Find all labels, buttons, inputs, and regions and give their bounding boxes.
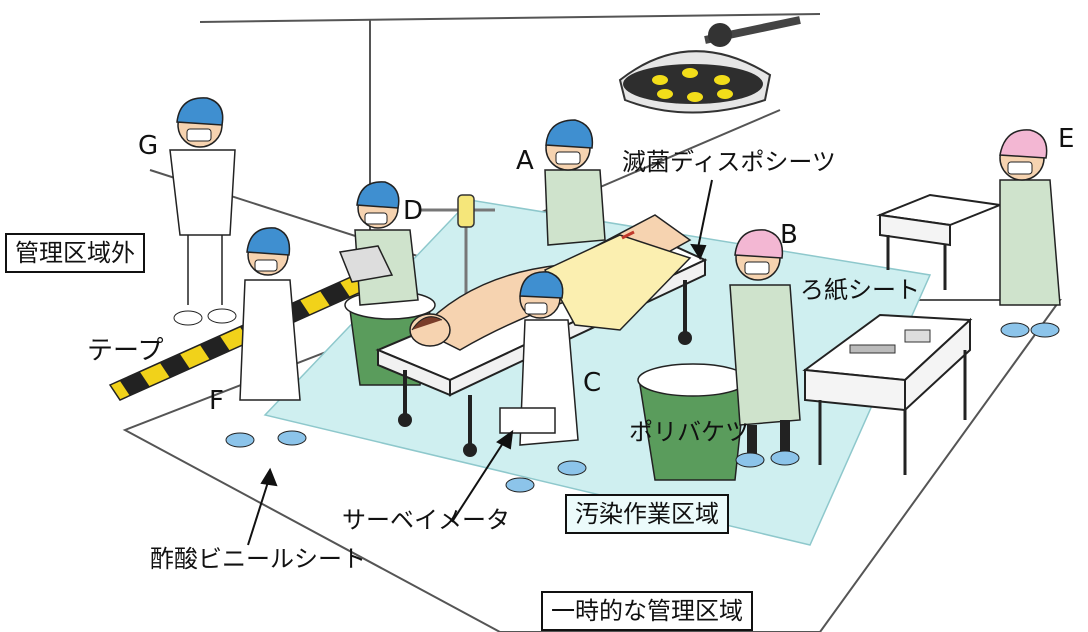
pointer-arrows: [247, 179, 713, 546]
person-e-letter: E: [1058, 124, 1075, 154]
person-e: [999, 129, 1061, 338]
person-g: [169, 97, 237, 326]
contaminated-zone-label: 汚染作業区域: [565, 494, 729, 534]
person-b-letter: B: [780, 220, 798, 250]
person-b: [729, 229, 801, 468]
vinyl-sheet-label: 酢酸ビニールシート: [150, 545, 366, 573]
instrument-table-right: [802, 313, 973, 475]
person-c: [499, 271, 587, 493]
survey-meter-label: サーベイメータ: [342, 506, 510, 534]
polybucket: [637, 363, 749, 481]
person-a: [544, 119, 606, 246]
person-d-letter: D: [403, 196, 424, 226]
sterile-sheet-label: 滅菌ディスポシーツ: [622, 148, 836, 176]
person-f-letter: F: [209, 386, 224, 416]
polybucket-label: ポリバケツ: [629, 418, 749, 446]
surgical-lamp: [618, 16, 801, 114]
person-c-letter: C: [583, 368, 602, 398]
person-g-letter: G: [138, 131, 159, 161]
tape-label: テープ: [87, 336, 164, 366]
instrument-table-back: [876, 193, 1004, 290]
zone-outside-label: 管理区域外: [5, 233, 145, 273]
temp-zone-label: 一時的な管理区域: [541, 591, 753, 631]
filter-paper-sheet-label: ろ紙シート: [800, 276, 920, 304]
person-a-letter: A: [516, 146, 534, 176]
person-d: [338, 181, 419, 306]
person-f: [225, 227, 307, 448]
